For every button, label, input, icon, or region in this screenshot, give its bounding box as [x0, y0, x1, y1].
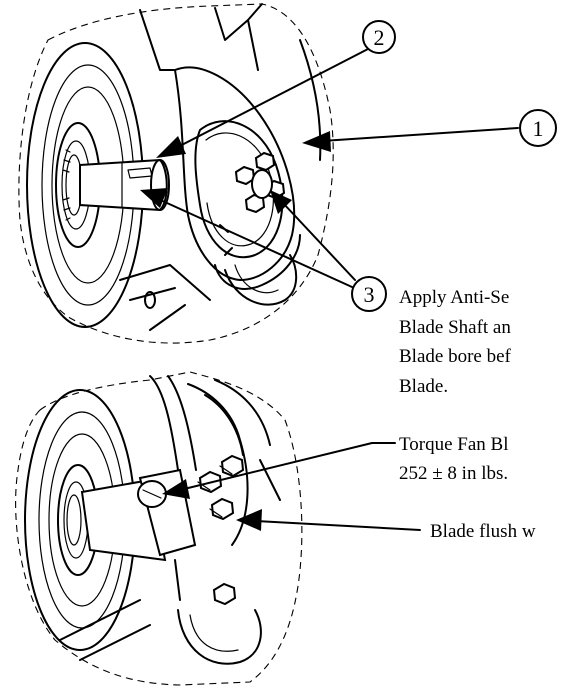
- callout-2: 2: [156, 20, 396, 158]
- bearing-detail: [62, 149, 71, 221]
- callout-2-leader: [171, 48, 369, 151]
- bottom-view-boundary: [15, 371, 303, 686]
- torque-leader-diagonal: [179, 442, 373, 491]
- callout-2-arrowhead: [156, 136, 186, 158]
- anti-seize-line-3: Blade bore bef: [399, 346, 512, 367]
- flush-text: Blade flush w: [430, 521, 536, 542]
- shaft-end: [150, 159, 170, 211]
- flush-note: Blade flush w: [236, 509, 536, 542]
- callout-3-arrowhead-a: [140, 188, 168, 208]
- callout-3-leader-a: [155, 197, 353, 288]
- callout-3: 3: [140, 188, 387, 312]
- fan-blade-upper: [174, 66, 296, 281]
- anti-seize-line-2: Blade Shaft an: [399, 317, 511, 338]
- callout-1-arrowhead: [302, 131, 331, 152]
- anti-seize-line-4: Blade.: [399, 376, 448, 397]
- callout-1-leader: [321, 127, 519, 142]
- flush-arrowhead: [236, 509, 262, 531]
- anti-seize-line-1: Apply Anti-Se: [399, 287, 509, 308]
- blade-lower-lobe-bottom: [177, 609, 262, 665]
- callout-3-arrowhead-b: [270, 190, 292, 214]
- top-view-boundary: [18, 3, 334, 344]
- torque-arrowhead: [162, 479, 190, 499]
- mounting-bolts-top: [234, 151, 286, 214]
- callout-1-number: 1: [533, 116, 544, 141]
- callout-2-bubble: [362, 20, 396, 54]
- callout-1-bubble: [519, 109, 557, 147]
- housing-lower: [119, 234, 301, 331]
- fan-blade-hub-plate: [194, 120, 284, 258]
- callout-1: 1: [302, 109, 557, 152]
- torque-line-2: 252 ± 8 in lbs.: [399, 463, 508, 484]
- torque-line-1: Torque Fan Bl: [399, 434, 509, 455]
- housing-upper: [139, 3, 322, 161]
- callout-3-bubble: [351, 276, 387, 312]
- callout-3-leader-b: [282, 202, 356, 281]
- anti-seize-note: Apply Anti-Se Blade Shaft an Blade bore …: [399, 287, 512, 397]
- fan-blade-lower-arm-1: [149, 375, 197, 471]
- callout-3-number: 3: [364, 282, 375, 307]
- callout-2-number: 2: [374, 25, 385, 50]
- flush-leader: [255, 520, 421, 531]
- torque-note: Torque Fan Bl 252 ± 8 in lbs.: [162, 434, 509, 499]
- top-assembly-view: [18, 3, 334, 344]
- blade-lower-lobe: [224, 254, 298, 306]
- mounting-bolts-bottom: [197, 454, 245, 606]
